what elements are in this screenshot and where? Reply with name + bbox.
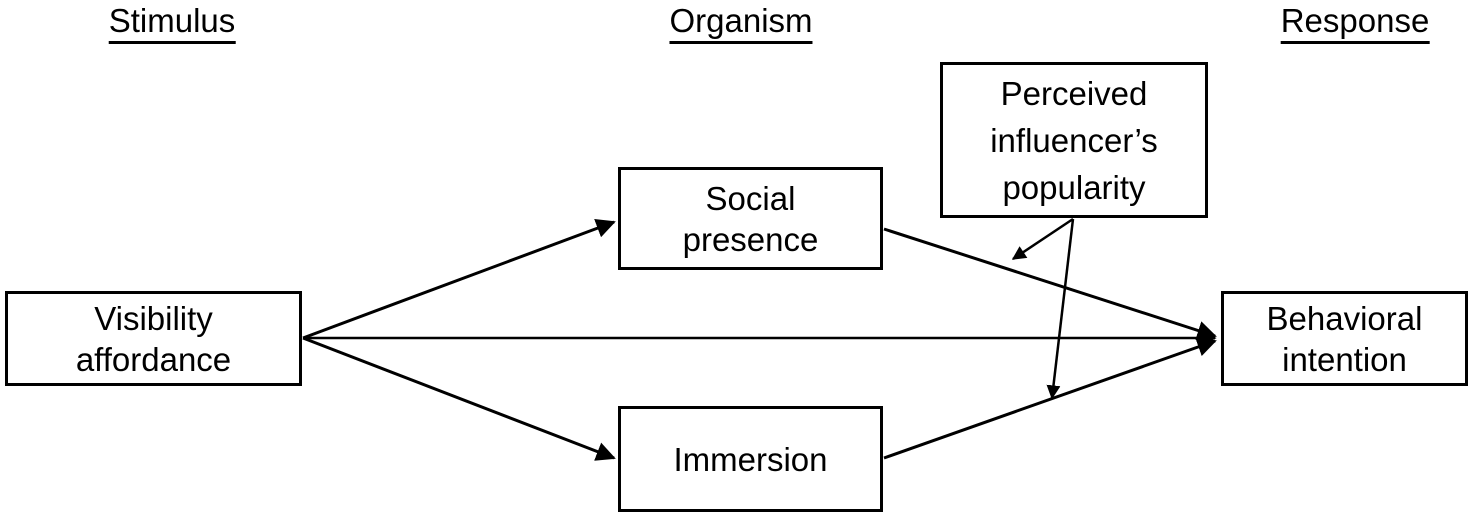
edge-social-presence-to-behavioral-intention bbox=[883, 227, 1217, 340]
node-immersion-label: Immersion bbox=[621, 439, 880, 480]
node-behavioral-intention[interactable]: Behavioral intention bbox=[1221, 291, 1468, 386]
node-social-presence-label: Social presence bbox=[621, 178, 880, 260]
node-immersion[interactable]: Immersion bbox=[618, 406, 883, 512]
edge-visibility-affordance-to-social-presence bbox=[302, 218, 616, 340]
node-behavioral-intention-line1: Behavioral bbox=[1266, 299, 1423, 337]
column-header-response: Response bbox=[1280, 2, 1430, 44]
node-perceived-influencer-popularity-line2: influencer’s bbox=[990, 121, 1158, 159]
edge-moderation-popularity-on-immersion-path bbox=[1046, 218, 1075, 400]
node-visibility-affordance[interactable]: Visibility affordance bbox=[5, 291, 302, 386]
edge-immersion-to-behavioral-intention bbox=[883, 337, 1217, 460]
column-header-stimulus: Stimulus bbox=[108, 2, 236, 44]
node-behavioral-intention-label: Behavioral intention bbox=[1224, 298, 1465, 380]
column-header-stimulus-label: Stimulus bbox=[108, 2, 236, 44]
edge-moderation-popularity-on-social-presence-path bbox=[1011, 217, 1074, 261]
edge-visibility-affordance-to-immersion bbox=[302, 336, 616, 461]
column-header-organism: Organism bbox=[669, 2, 813, 44]
node-social-presence-line2: presence bbox=[682, 220, 819, 258]
node-visibility-affordance-label: Visibility affordance bbox=[8, 298, 299, 380]
node-visibility-affordance-line2: affordance bbox=[75, 340, 232, 378]
node-perceived-influencer-popularity-line1: Perceived bbox=[1000, 74, 1148, 112]
node-perceived-influencer-popularity-label: Perceived influencer’s popularity bbox=[943, 70, 1205, 211]
node-immersion-line1: Immersion bbox=[673, 440, 828, 478]
node-perceived-influencer-popularity[interactable]: Perceived influencer’s popularity bbox=[940, 62, 1208, 218]
column-header-response-label: Response bbox=[1280, 2, 1430, 44]
column-header-organism-label: Organism bbox=[669, 2, 813, 44]
node-social-presence[interactable]: Social presence bbox=[618, 167, 883, 270]
node-perceived-influencer-popularity-line3: popularity bbox=[1002, 168, 1146, 206]
node-visibility-affordance-line1: Visibility bbox=[94, 299, 213, 337]
node-behavioral-intention-line2: intention bbox=[1282, 340, 1407, 378]
node-social-presence-line1: Social bbox=[705, 179, 796, 217]
